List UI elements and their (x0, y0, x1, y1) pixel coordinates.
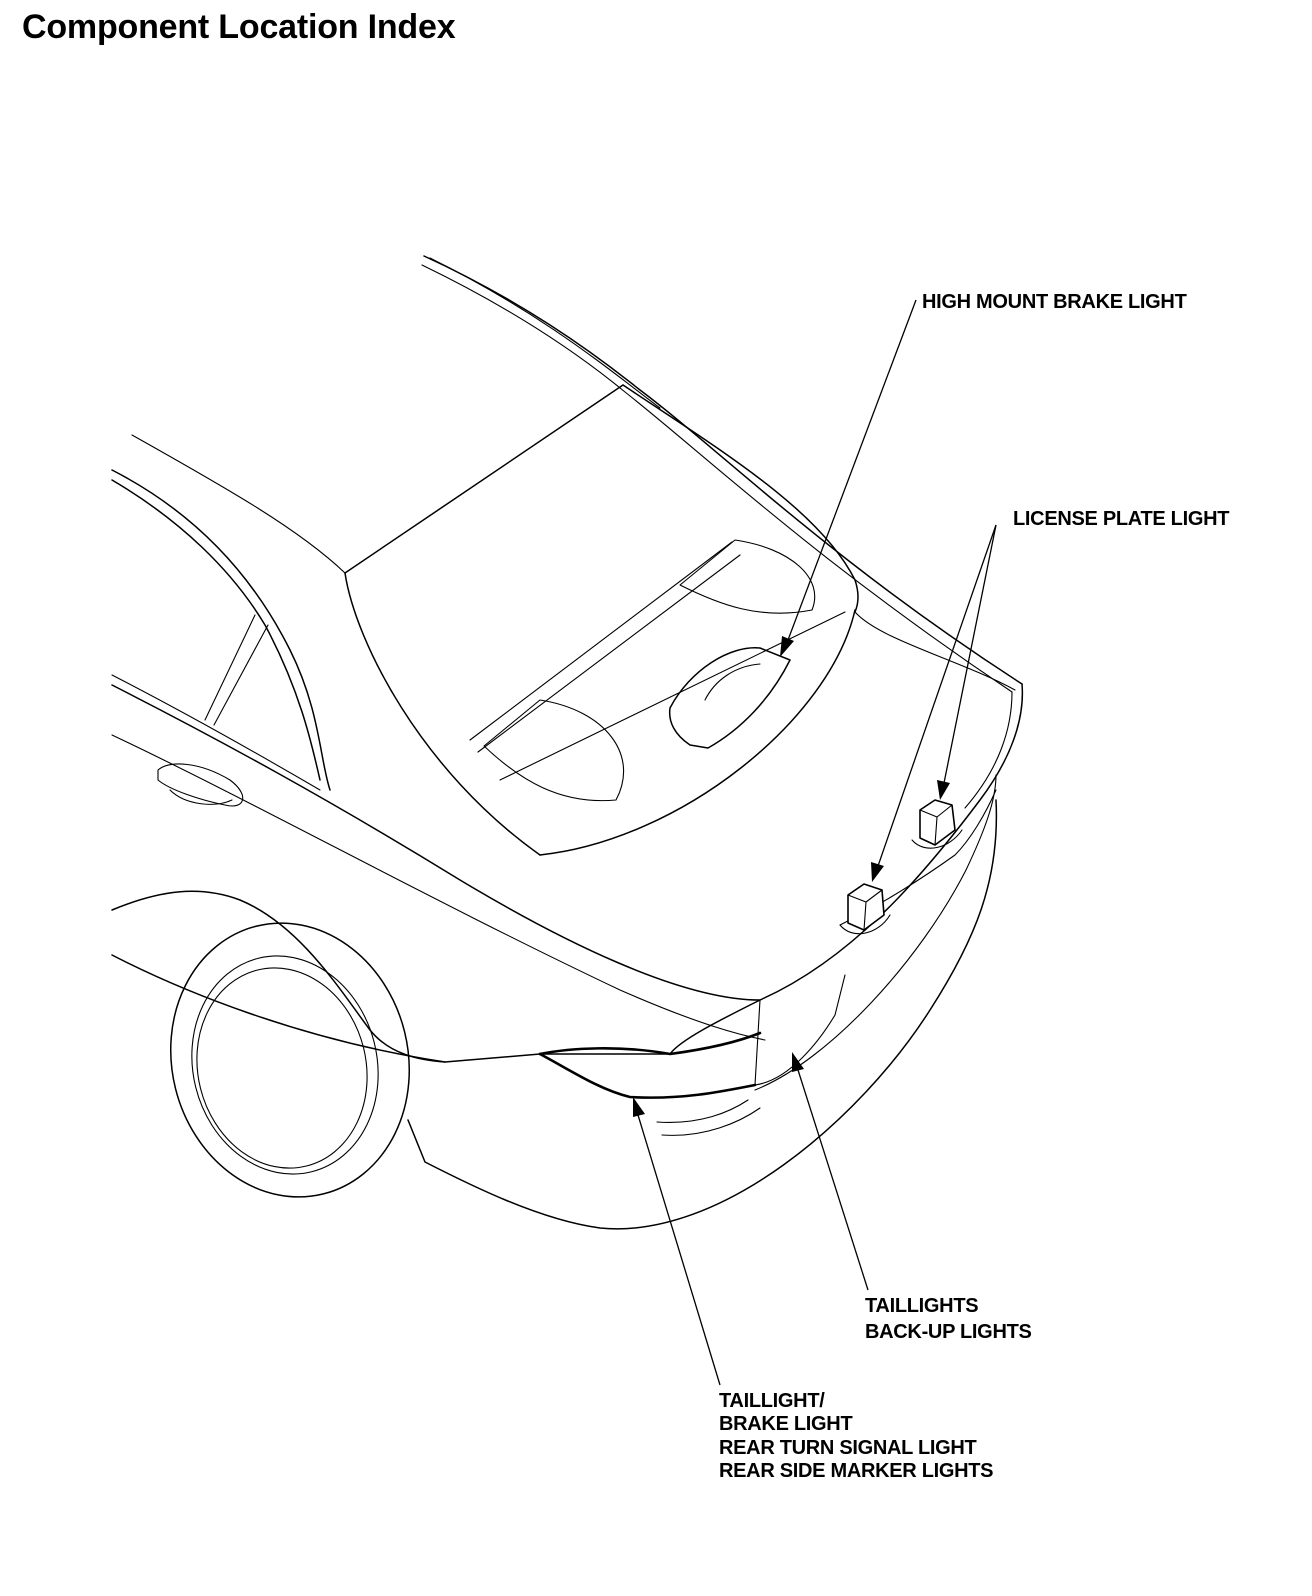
rear-wheel-rim-inner (196, 967, 368, 1169)
quarter-glass-divider-2 (204, 614, 256, 721)
rear-wheel-rim (191, 955, 379, 1175)
arrowhead-high-mount (780, 636, 794, 657)
window-panel-lower (483, 699, 625, 802)
license-plate-lamp-upper (919, 799, 956, 846)
shoulder-line (111, 684, 761, 1001)
vehicle-illustration (111, 255, 1024, 1230)
leader-taillight-brake (637, 1114, 721, 1386)
callout-labels: HIGH MOUNT BRAKE LIGHT LICENSE PLATE LIG… (719, 291, 1230, 1482)
callout-brake-light: BRAKE LIGHT (719, 1413, 852, 1435)
leader-license-upper (943, 524, 997, 784)
callout-back-up-lights: BACK-UP LIGHTS (865, 1321, 1032, 1343)
arrowhead-taillight-brake (633, 1097, 645, 1117)
rear-bumper-top (754, 774, 997, 1091)
callout-taillight: TAILLIGHT/ (719, 1390, 825, 1412)
callout-taillights: TAILLIGHTS (865, 1295, 978, 1317)
door-handle-recess (169, 789, 233, 805)
defroster-lower (477, 554, 741, 753)
belt-line (131, 434, 346, 574)
rear-bumper-outer (407, 799, 998, 1230)
callout-license-plate-light: LICENSE PLATE LIGHT (1013, 508, 1229, 530)
taillight-left-top (538, 1031, 762, 1056)
license-plate-lamp-lower-base (839, 914, 891, 935)
taillight-right-inner (754, 974, 846, 1086)
quarter-glass-divider (213, 624, 269, 726)
rear-window-bottom (539, 609, 856, 856)
trunk-lid-inner (964, 691, 1013, 809)
callout-rear-turn-signal-light: REAR TURN SIGNAL LIGHT (719, 1437, 977, 1459)
rear-fender (111, 890, 446, 1063)
leader-license-lower (877, 524, 997, 867)
bumper-reflector-upper (656, 1099, 749, 1123)
door-glass-line (111, 674, 321, 791)
rear-window-left (344, 572, 541, 856)
license-plate-lamp-lower-face (847, 889, 883, 931)
c-pillar-outer (111, 469, 331, 791)
roof-edge-inner (421, 264, 1013, 693)
high-mount-brake-lamp-inner (704, 663, 761, 701)
trunk-lid-fold (854, 611, 1016, 691)
rear-window-top (344, 384, 624, 574)
lower-body-line (111, 954, 671, 1063)
defroster-upper (469, 541, 733, 741)
leader-taillights-backup (797, 1069, 869, 1291)
roof-edge-outer (423, 255, 1023, 685)
license-plate-lamp-upper-base (911, 829, 963, 849)
trunk-lid-edge (669, 683, 1024, 1055)
rear-tire (169, 922, 411, 1198)
bumper-reflector-lower (661, 1107, 761, 1136)
roof-rail (429, 257, 661, 409)
c-pillar-inner (111, 479, 321, 781)
arrowhead-license-lower (871, 862, 884, 882)
window-panel-upper (679, 539, 816, 614)
arrowhead-license-upper (937, 780, 950, 800)
page-title: Component Location Index (22, 8, 456, 46)
leader-high-mount (787, 299, 917, 641)
high-mount-brake-lamp (668, 647, 791, 749)
body-character-line (111, 734, 766, 1041)
callout-high-mount-brake-light: HIGH MOUNT BRAKE LIGHT (922, 291, 1187, 313)
door-handle (157, 763, 244, 807)
license-plate-lamp-upper-face (919, 804, 953, 846)
arrowhead-taillights-backup (792, 1052, 804, 1072)
rear-window-right (622, 384, 859, 613)
callout-rear-side-marker-lights: REAR SIDE MARKER LIGHTS (719, 1460, 993, 1482)
taillight-left-lens (538, 1052, 757, 1099)
leader-lines (633, 299, 997, 1386)
